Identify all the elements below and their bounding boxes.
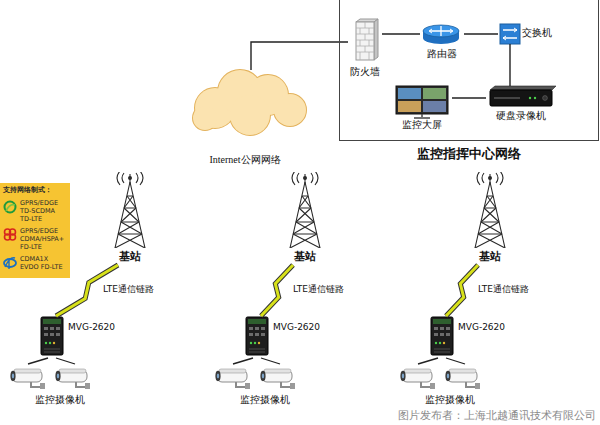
watermark: 图片发布者：上海北越通讯技术有限公司 xyxy=(398,409,596,422)
connector-line xyxy=(251,42,348,70)
node-label: 监控指挥中心网络 xyxy=(417,146,521,162)
connector-line xyxy=(446,265,478,316)
router-icon xyxy=(423,25,459,44)
china-unicom-logo xyxy=(5,229,16,240)
network-cable xyxy=(382,34,420,35)
node-label: GPRS/EDGE TD-SCDMA TD-LTE xyxy=(20,199,67,223)
camera-wire xyxy=(56,358,465,364)
mvg-gateway: MVG-2620 xyxy=(40,316,120,358)
connector-line xyxy=(261,265,293,316)
screen-node: 监控大屏 xyxy=(392,84,452,134)
link-label: LTE通信链路 xyxy=(291,284,346,295)
node-label: MVG-2620 xyxy=(68,322,115,333)
node-label: 监控摄像机 xyxy=(35,394,85,406)
gateway-icon xyxy=(431,317,453,355)
bolt-outline xyxy=(446,265,478,316)
tower-icon xyxy=(290,171,320,248)
lte-link xyxy=(446,265,478,316)
connector-line xyxy=(418,358,438,364)
connector-line xyxy=(233,358,253,364)
connector-line xyxy=(464,33,498,34)
camera-icon xyxy=(55,369,90,389)
center-network-box: 监控指挥中心网络防火墙路由器交换机监控大屏硬盘录像机 xyxy=(340,0,598,140)
mvg-gateway: MVG-2620 xyxy=(245,316,325,358)
network-cable xyxy=(452,98,486,99)
network-cable xyxy=(251,42,348,70)
nvr-icon xyxy=(490,86,556,106)
china-mobile-logo xyxy=(5,202,16,213)
link-label: LTE通信链路 xyxy=(476,284,531,295)
switch-node: 交换机 xyxy=(498,24,564,44)
camera-icon xyxy=(400,369,435,389)
camera-icon xyxy=(260,369,295,389)
node-label: 硬盘录像机 xyxy=(496,110,546,122)
network-cable xyxy=(28,358,48,364)
connector-line xyxy=(382,33,420,34)
node-label: 路由器 xyxy=(427,48,457,60)
camera-icon xyxy=(215,369,250,389)
tower-icon xyxy=(475,171,505,248)
network-standards-panel: 支持网络制式： GPRS/EDGE TD-SCDMA TD-LTE GPRS/EDG… xyxy=(0,183,70,278)
connector-line xyxy=(509,44,510,86)
network-cable xyxy=(418,358,438,364)
node-label: CDMA1X EVDO FD-LTE xyxy=(20,255,67,271)
node-label: 监控摄像机 xyxy=(240,394,290,406)
node-label: 支持网络制式： xyxy=(3,186,52,194)
link-label: LTE通信链路 xyxy=(101,284,156,295)
camera-icon xyxy=(445,369,480,389)
video-wall-icon xyxy=(396,86,448,118)
camera-group: 监控摄像机 xyxy=(5,364,115,408)
tower-icon xyxy=(115,171,145,248)
node-label: GPRS/EDGE CDMA/HSPA+ FD-LTE xyxy=(20,227,67,251)
network-cable xyxy=(464,34,498,35)
node-label: 监控摄像机 xyxy=(425,394,475,406)
gateway-icon xyxy=(41,317,63,355)
firewall-node: 防火墙 xyxy=(348,20,382,82)
camera-group: 监控摄像机 xyxy=(395,364,505,408)
camera-icon xyxy=(10,369,45,389)
cloud-node: Internet公网网络 xyxy=(182,70,308,170)
firewall-icon xyxy=(356,19,378,60)
china-telecom-logo xyxy=(4,258,16,269)
base-station: 基站 xyxy=(105,172,155,265)
base-station: 基站 xyxy=(280,172,330,265)
gateway-icon xyxy=(246,317,268,355)
node-label: 基站 xyxy=(479,250,501,263)
bolt-outline xyxy=(261,265,293,316)
node-label: Internet公网网络 xyxy=(209,154,280,166)
router-node: 路由器 xyxy=(420,22,464,66)
camera-group: 监控摄像机 xyxy=(210,364,320,408)
network-cable xyxy=(233,358,253,364)
node-label: 防火墙 xyxy=(350,66,380,78)
node-label: 基站 xyxy=(119,250,141,263)
network-cable xyxy=(510,44,511,86)
connector-line xyxy=(28,358,48,364)
lte-link xyxy=(261,265,293,316)
node-label: 监控大屏 xyxy=(402,119,442,131)
internet-cloud xyxy=(193,70,306,135)
connector-line xyxy=(452,97,486,98)
base-station: 基站 xyxy=(465,172,515,265)
node-label: 基站 xyxy=(294,250,316,263)
node-label: MVG-2620 xyxy=(458,322,505,333)
node-label: 交换机 xyxy=(522,27,552,39)
switch-icon xyxy=(500,24,520,44)
nvr-node: 硬盘录像机 xyxy=(486,86,556,126)
mvg-gateway: MVG-2620 xyxy=(430,316,510,358)
node-label: MVG-2620 xyxy=(273,322,320,333)
